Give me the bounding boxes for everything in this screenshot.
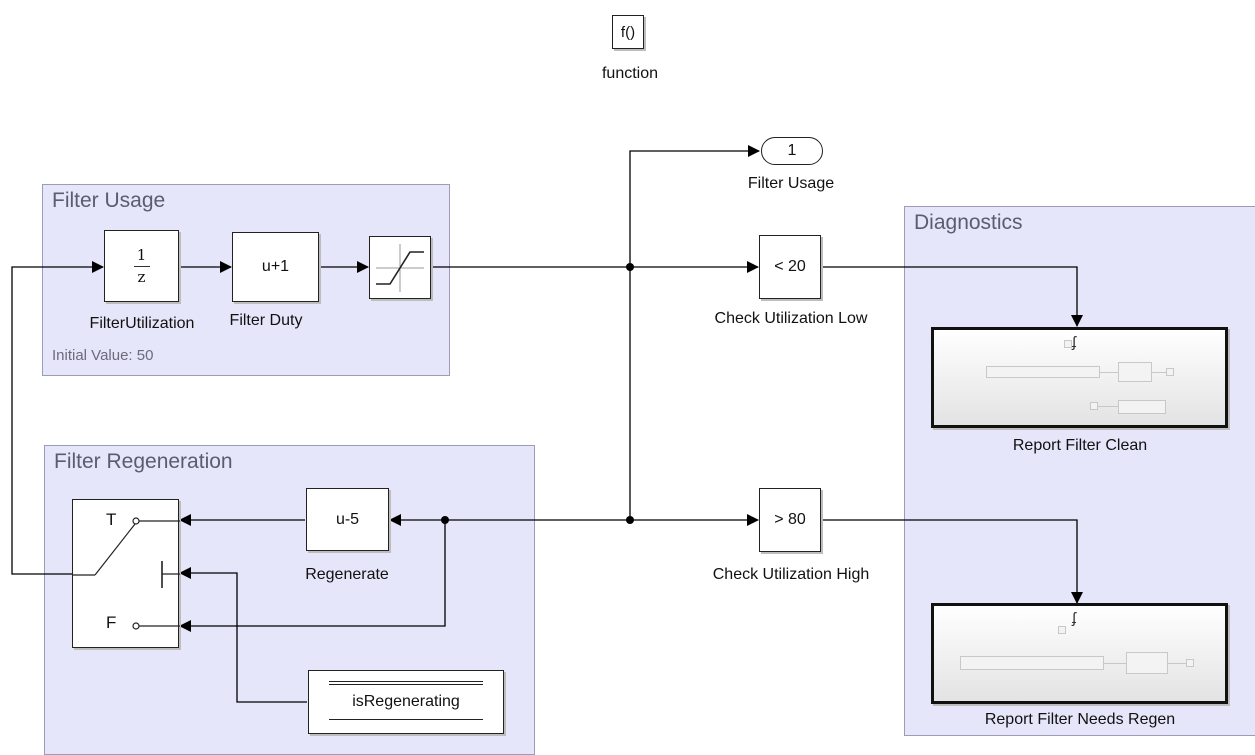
outport-number: 1: [787, 142, 797, 159]
mini-port: [1064, 340, 1072, 348]
function-block-label: function: [601, 65, 659, 82]
unit-delay-denominator: z: [137, 267, 146, 286]
branch-point: [626, 516, 634, 524]
mini-line: [1100, 372, 1118, 373]
bottom-rule: [329, 719, 483, 720]
check-low-text: < 20: [774, 258, 806, 275]
filter-duty-block[interactable]: u+1: [232, 232, 319, 302]
filter-regeneration-area[interactable]: Filter Regeneration: [44, 445, 535, 755]
branch-point: [626, 263, 634, 271]
feedback-wire[interactable]: [11, 261, 104, 575]
is-regenerating-text: isRegenerating: [352, 693, 460, 710]
mini-port: [1058, 626, 1066, 634]
mini-line: [1152, 372, 1166, 373]
function-block-text: f(): [620, 23, 636, 41]
diagnostics-title: Diagnostics: [914, 211, 1023, 234]
switch-block[interactable]: T F: [72, 499, 180, 648]
filter-usage-outport-label: Filter Usage: [747, 175, 835, 192]
mini-block: [986, 366, 1100, 378]
filter-regeneration-title: Filter Regeneration: [54, 450, 233, 473]
mini-block: [1126, 652, 1168, 674]
filter-duty-label: Filter Duty: [229, 312, 303, 329]
report-filter-needs-regen-label: Report Filter Needs Regen: [984, 711, 1176, 728]
report-filter-clean-label: Report Filter Clean: [1012, 437, 1148, 454]
report-filter-needs-regen-subsystem[interactable]: ʄ: [931, 603, 1228, 704]
mini-port: [1166, 368, 1174, 376]
report-filter-clean-subsystem[interactable]: ʄ: [931, 327, 1228, 428]
mini-block: [960, 656, 1104, 670]
function-block[interactable]: f(): [612, 15, 644, 49]
filter-duty-text: u+1: [261, 258, 290, 275]
mini-line: [1098, 406, 1118, 407]
filter-usage-outport[interactable]: 1: [761, 137, 823, 165]
regenerate-block[interactable]: u-5: [306, 488, 389, 551]
initial-value-note: Initial Value: 50: [52, 347, 154, 364]
check-low-label: Check Utilization Low: [714, 310, 868, 327]
mini-port: [1090, 402, 1098, 410]
check-low-to-report-wire[interactable]: [821, 266, 1083, 327]
filter-usage-title: Filter Usage: [52, 189, 166, 212]
switch-false-port-label: F: [106, 613, 117, 632]
mini-block: [1118, 400, 1166, 414]
unit-delay-fraction: 1 z: [133, 245, 150, 286]
unit-delay-label: FilterUtilization: [89, 315, 195, 332]
is-regenerating-block[interactable]: isRegenerating: [308, 670, 504, 734]
unit-delay-numerator: 1: [136, 245, 147, 264]
regenerate-label: Regenerate: [305, 566, 389, 583]
top-rule: [329, 681, 483, 682]
saturation-block[interactable]: [369, 236, 431, 299]
switch-true-port-label: T: [106, 510, 117, 529]
branch-point: [441, 516, 449, 524]
branch-to-outport-wire[interactable]: [629, 145, 760, 267]
mini-line: [1104, 663, 1126, 664]
mini-line: [1168, 663, 1186, 664]
check-high-text: > 80: [774, 511, 806, 528]
regenerate-text: u-5: [335, 510, 360, 528]
mini-block: [1118, 362, 1152, 382]
to-switch-false-wire[interactable]: [179, 520, 446, 632]
check-low-block[interactable]: < 20: [759, 235, 821, 299]
trigger-icon: ʄ: [1072, 334, 1076, 351]
top-rule: [329, 684, 483, 685]
unit-delay-block[interactable]: 1 z: [104, 230, 179, 302]
trigger-icon: ʄ: [1072, 610, 1076, 627]
saturation-icon: [376, 243, 424, 292]
fraction-bar: [133, 265, 150, 267]
switch-icon: [73, 517, 180, 630]
check-high-label: Check Utilization High: [712, 566, 870, 583]
check-high-block[interactable]: > 80: [759, 488, 821, 552]
check-high-to-report-wire[interactable]: [821, 519, 1083, 604]
control-wire[interactable]: [179, 567, 307, 703]
mini-port: [1186, 659, 1194, 667]
